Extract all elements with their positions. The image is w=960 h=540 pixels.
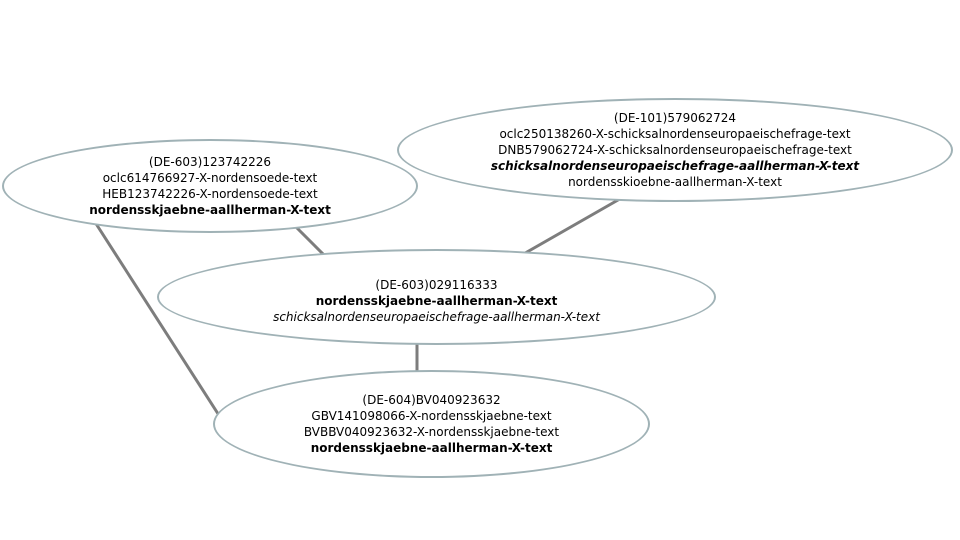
graph-node-de101-579062724: (DE-101)579062724 oclc250138260-X-schick…: [397, 98, 953, 202]
node-text-line: oclc250138260-X-schicksalnordenseuropaei…: [499, 127, 851, 141]
node-text-line: nordensskjaebne-aallherman-X-text: [89, 203, 331, 217]
node-id-line: (DE-604)BV040923632: [362, 393, 501, 407]
edge-de603-123742226-to-de604-bv040923632: [91, 218, 224, 421]
node-text-line: nordensskioebne-aallherman-X-text: [568, 175, 782, 189]
node-id-line: (DE-603)029116333: [375, 277, 498, 292]
graph-node-de604-bv040923632: (DE-604)BV040923632 GBV141098066-X-norde…: [213, 370, 650, 478]
node-id-line: (DE-101)579062724: [613, 111, 737, 125]
node-text-line: DNB579062724-X-schicksalnordenseuropaeis…: [498, 143, 852, 157]
node-text-line: HEB123742226-X-nordensoede-text: [102, 187, 318, 201]
node-text-line: BVBBV040923632-X-nordensskjaebne-text: [303, 425, 560, 439]
graph-node-de603-029116333: (DE-603)029116333 nordensskjaebne-aallhe…: [157, 249, 716, 345]
graph-node-de603-123742226: (DE-603)123742226 oclc614766927-X-norden…: [2, 139, 418, 233]
edge-de101-579062724-to-de603-029116333: [519, 194, 626, 258]
node-id-line: (DE-603)123742226: [148, 155, 272, 169]
node-text-line: oclc614766927-X-nordensoede-text: [102, 171, 318, 185]
node-text-line: schicksalnordenseuropaeischefrage-aallhe…: [273, 309, 600, 324]
node-text-line: schicksalnordenseuropaeischefrage-aallhe…: [490, 159, 860, 173]
node-text-line: nordensskjaebne-aallherman-X-text: [310, 441, 553, 455]
node-text-line: GBV141098066-X-nordensskjaebne-text: [311, 409, 552, 423]
node-text-line: nordensskjaebne-aallherman-X-text: [315, 293, 558, 308]
